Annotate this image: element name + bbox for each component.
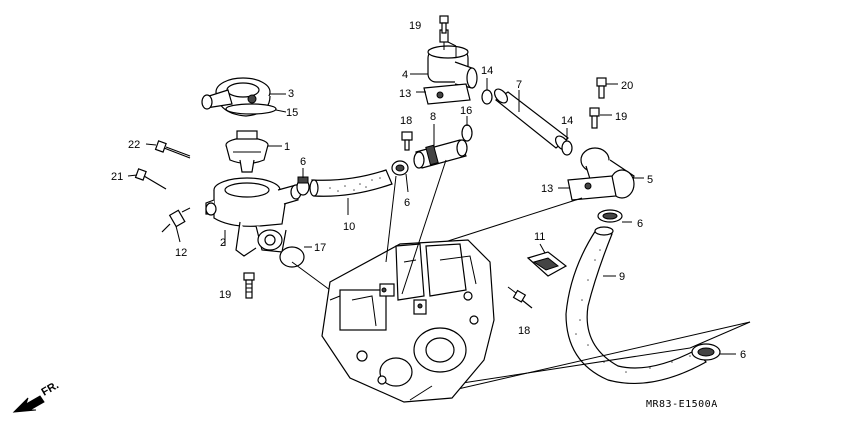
bolt-18-upper [401, 131, 413, 151]
bolt-19-top [439, 15, 449, 34]
callout-13-right: 13 [541, 183, 553, 195]
engine-block [321, 239, 495, 403]
temperature-sensor [161, 207, 191, 233]
callout-8: 8 [430, 111, 436, 123]
callout-15: 15 [286, 107, 298, 119]
callout-5: 5 [647, 174, 653, 186]
water-joint-5 [567, 147, 635, 201]
callout-14-right: 14 [561, 115, 573, 127]
bolt-21 [134, 168, 167, 190]
callout-6-mid: 6 [404, 197, 410, 209]
bolt-19-left [243, 272, 255, 299]
thermostat-housing [205, 177, 302, 257]
hose-9 [565, 226, 707, 385]
callout-22: 22 [128, 139, 140, 151]
hose-clip-11 [526, 251, 568, 277]
water-pipe-8 [413, 139, 468, 169]
callout-4: 4 [402, 69, 408, 81]
water-outlet-4 [423, 29, 478, 105]
callout-19-right: 19 [615, 111, 627, 123]
callout-7: 7 [516, 79, 522, 91]
thermostat-cover [201, 77, 277, 117]
front-direction-label: FR. [40, 379, 61, 398]
callout-12: 12 [175, 247, 187, 259]
bolt-19-right [589, 107, 600, 129]
hose-clamp-left [296, 176, 310, 196]
callout-18-lower: 18 [518, 325, 530, 337]
callout-16: 16 [460, 105, 472, 117]
callout-20: 20 [621, 80, 633, 92]
water-pipe-7 [493, 88, 570, 151]
callout-11: 11 [534, 231, 545, 243]
thermostat [225, 130, 269, 173]
hose-clamp-mid [391, 160, 409, 176]
callout-21: 21 [111, 171, 123, 183]
diagram-code: MR83-E1500A [646, 399, 718, 410]
callout-9: 9 [619, 271, 625, 283]
callout-19-top: 19 [409, 20, 421, 32]
callout-3: 3 [288, 88, 294, 100]
callout-6-left: 6 [300, 156, 306, 168]
o-ring-14-left [481, 89, 493, 105]
callout-2: 2 [220, 237, 226, 249]
callout-18-upper: 18 [400, 115, 412, 127]
bolt-22 [154, 140, 191, 159]
bolt-20 [596, 77, 607, 99]
callout-13-left: 13 [399, 88, 411, 100]
callout-6-right: 6 [637, 218, 643, 230]
callout-19-left: 19 [219, 289, 231, 301]
o-ring-14-right [561, 140, 573, 156]
hose-10 [309, 169, 393, 197]
o-ring-16 [461, 124, 473, 142]
callout-10: 10 [343, 221, 355, 233]
o-ring-17 [279, 246, 305, 268]
callout-1: 1 [284, 141, 290, 153]
hose-clamp-right [597, 209, 623, 223]
callout-6-lower: 6 [740, 349, 746, 361]
hose-clamp-lower [691, 343, 721, 361]
bolt-18-lower [512, 289, 533, 309]
callout-14-left: 14 [481, 65, 493, 77]
callout-17: 17 [314, 242, 326, 254]
front-direction-arrow [12, 395, 45, 413]
